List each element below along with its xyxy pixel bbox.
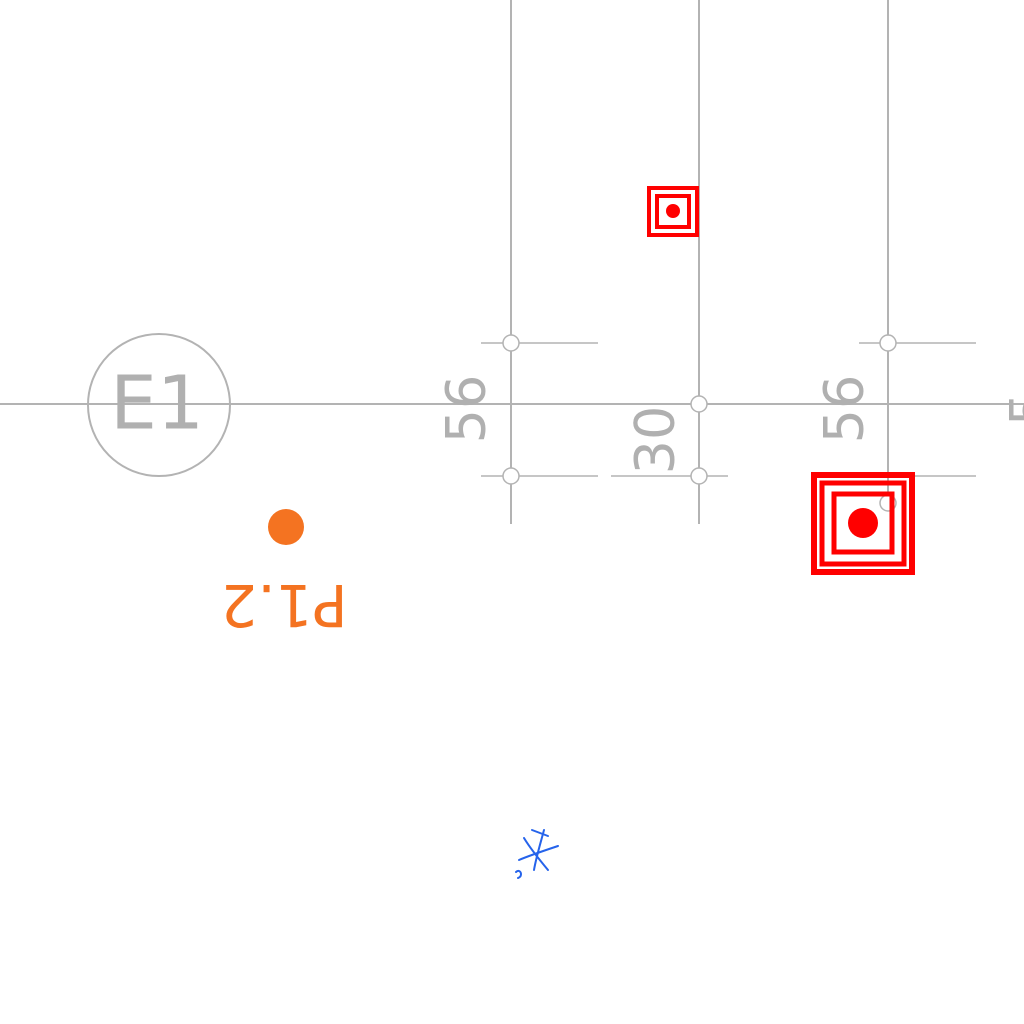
grid-axis-bubble	[87, 333, 231, 477]
column-symbol-small[interactable]	[647, 186, 699, 237]
grid-axis-label: E1	[110, 361, 204, 447]
column-inner-square	[831, 491, 895, 555]
intersection-marker	[690, 395, 708, 413]
dimension-text-30: 30	[624, 406, 687, 475]
intersection-marker	[879, 334, 897, 352]
point-marker-label: P1.2	[220, 571, 347, 639]
intersection-marker	[502, 334, 520, 352]
dimension-text-56-right: 56	[813, 375, 876, 444]
sketch-symbol	[515, 829, 559, 879]
column-outer-square	[647, 186, 699, 237]
intersection-marker	[502, 467, 520, 485]
column-outer-square	[811, 472, 915, 575]
column-symbol-large[interactable]	[811, 472, 915, 575]
point-marker-dot[interactable]	[268, 509, 304, 545]
column-center-dot	[848, 508, 878, 538]
column-center-dot	[666, 204, 680, 218]
dimension-text-56-left: 56	[435, 375, 498, 444]
column-inner-square	[655, 194, 691, 229]
column-middle-square	[819, 480, 907, 567]
intersection-marker	[690, 467, 708, 485]
dimension-text-edge: 5	[999, 392, 1024, 426]
